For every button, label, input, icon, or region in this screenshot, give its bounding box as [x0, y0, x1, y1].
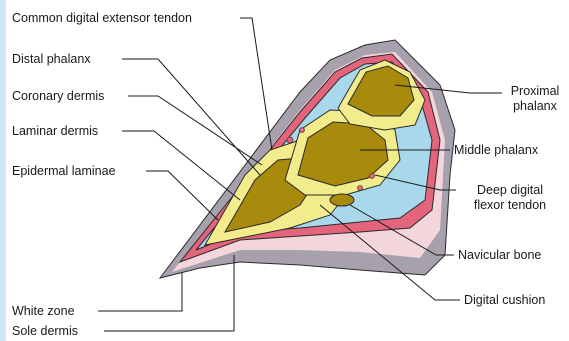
label-distal-phalanx: Distal phalanx: [12, 52, 91, 67]
label-proximal-phalanx-line1: Proximal: [504, 84, 566, 99]
label-coronary-dermis: Coronary dermis: [12, 89, 104, 104]
label-deep-digital-flexor-tendon: Deep digital flexor tendon: [458, 183, 562, 213]
leader-laminar-dermis: [122, 131, 240, 200]
vessel-3: [358, 186, 363, 191]
label-common-digital-extensor-tendon: Common digital extensor tendon: [12, 11, 192, 26]
label-sole-dermis: Sole dermis: [12, 324, 78, 339]
label-navicular-bone: Navicular bone: [458, 248, 541, 263]
leader-distal-phalanx: [122, 59, 260, 175]
leader-common-extensor: [240, 18, 272, 150]
label-laminar-dermis: Laminar dermis: [12, 124, 98, 139]
label-deep-flexor-line1: Deep digital: [458, 183, 562, 198]
leader-white-zone: [98, 272, 182, 311]
label-white-zone: White zone: [12, 304, 75, 319]
vessel-1: [287, 137, 293, 143]
vessel-2: [300, 128, 305, 133]
label-digital-cushion: Digital cushion: [464, 293, 545, 308]
label-deep-flexor-line2: flexor tendon: [458, 198, 562, 213]
leader-epidermal-laminae: [146, 171, 218, 220]
label-proximal-phalanx: Proximal phalanx: [504, 84, 566, 114]
vessel-4: [370, 174, 375, 179]
navicular-bone-shape: [330, 194, 354, 206]
label-epidermal-laminae: Epidermal laminae: [12, 164, 116, 179]
label-middle-phalanx: Middle phalanx: [454, 143, 538, 158]
label-proximal-phalanx-line2: phalanx: [504, 99, 566, 114]
